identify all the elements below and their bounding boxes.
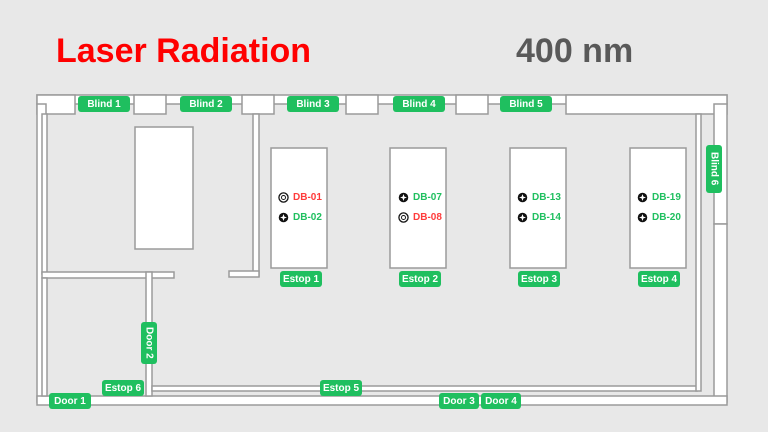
estop-1-badge[interactable]: Estop 1	[280, 271, 322, 287]
estop-4-badge[interactable]: Estop 4	[638, 271, 680, 287]
optical-table-1	[270, 147, 328, 269]
device-db-20[interactable]: DB-20	[637, 212, 681, 223]
optical-table-2	[389, 147, 447, 269]
right-inner-wall	[695, 113, 702, 392]
optical-table-4	[629, 147, 687, 269]
blind-3-badge[interactable]: Blind 3	[287, 96, 339, 112]
device-db-14[interactable]: DB-14	[517, 212, 561, 223]
shutter-closed-icon	[637, 212, 648, 223]
top-wall-box-4	[345, 94, 379, 115]
door-2-badge[interactable]: Door 2	[141, 322, 157, 364]
blind-5-badge[interactable]: Blind 5	[500, 96, 552, 112]
door-3-badge[interactable]: Door 3	[439, 393, 479, 409]
inner-wall-left-vertical	[41, 113, 48, 275]
top-wall-box-2	[133, 94, 167, 115]
device-db-08[interactable]: DB-08	[398, 212, 442, 223]
cabinet	[134, 126, 194, 250]
inner-left-room-wall	[41, 277, 48, 397]
device-label: DB-02	[293, 212, 322, 223]
shutter-open-icon	[398, 212, 409, 223]
inner-corridor-wall	[151, 385, 698, 392]
device-label: DB-13	[532, 192, 561, 203]
device-label: DB-01	[293, 192, 322, 203]
shutter-open-icon	[278, 192, 289, 203]
device-label: DB-19	[652, 192, 681, 203]
shutter-closed-icon	[517, 192, 528, 203]
door-1-badge[interactable]: Door 1	[49, 393, 91, 409]
inner-partition-horizontal	[41, 271, 175, 279]
estop-3-badge[interactable]: Estop 3	[518, 271, 560, 287]
device-db-01[interactable]: DB-01	[278, 192, 322, 203]
blind-1-badge[interactable]: Blind 1	[78, 96, 130, 112]
device-db-07[interactable]: DB-07	[398, 192, 442, 203]
shutter-closed-icon	[398, 192, 409, 203]
right-wall-lower	[713, 223, 728, 403]
device-label: DB-20	[652, 212, 681, 223]
estop-2-badge[interactable]: Estop 2	[399, 271, 441, 287]
mid-partition-foot	[228, 270, 260, 278]
laser-radiation-title: Laser Radiation	[56, 32, 312, 70]
device-db-19[interactable]: DB-19	[637, 192, 681, 203]
blind-6-badge[interactable]: Blind 6	[706, 145, 722, 193]
device-label: DB-14	[532, 212, 561, 223]
top-wall-box-3	[241, 94, 275, 115]
device-label: DB-08	[413, 212, 442, 223]
device-label: DB-07	[413, 192, 442, 203]
blind-2-badge[interactable]: Blind 2	[180, 96, 232, 112]
shutter-closed-icon	[637, 192, 648, 203]
wavelength-label: 400 nm	[516, 32, 634, 70]
optical-table-3	[509, 147, 567, 269]
device-db-02[interactable]: DB-02	[278, 212, 322, 223]
device-db-13[interactable]: DB-13	[517, 192, 561, 203]
shutter-closed-icon	[517, 212, 528, 223]
top-wall-box-6	[565, 94, 728, 115]
blind-4-badge[interactable]: Blind 4	[393, 96, 445, 112]
door-4-badge[interactable]: Door 4	[481, 393, 521, 409]
estop-6-badge[interactable]: Estop 6	[102, 380, 144, 396]
top-wall-box-5	[455, 94, 489, 115]
shutter-closed-icon	[278, 212, 289, 223]
bottom-wall	[36, 395, 728, 406]
mid-partition-vertical	[252, 113, 260, 277]
estop-5-badge[interactable]: Estop 5	[320, 380, 362, 396]
